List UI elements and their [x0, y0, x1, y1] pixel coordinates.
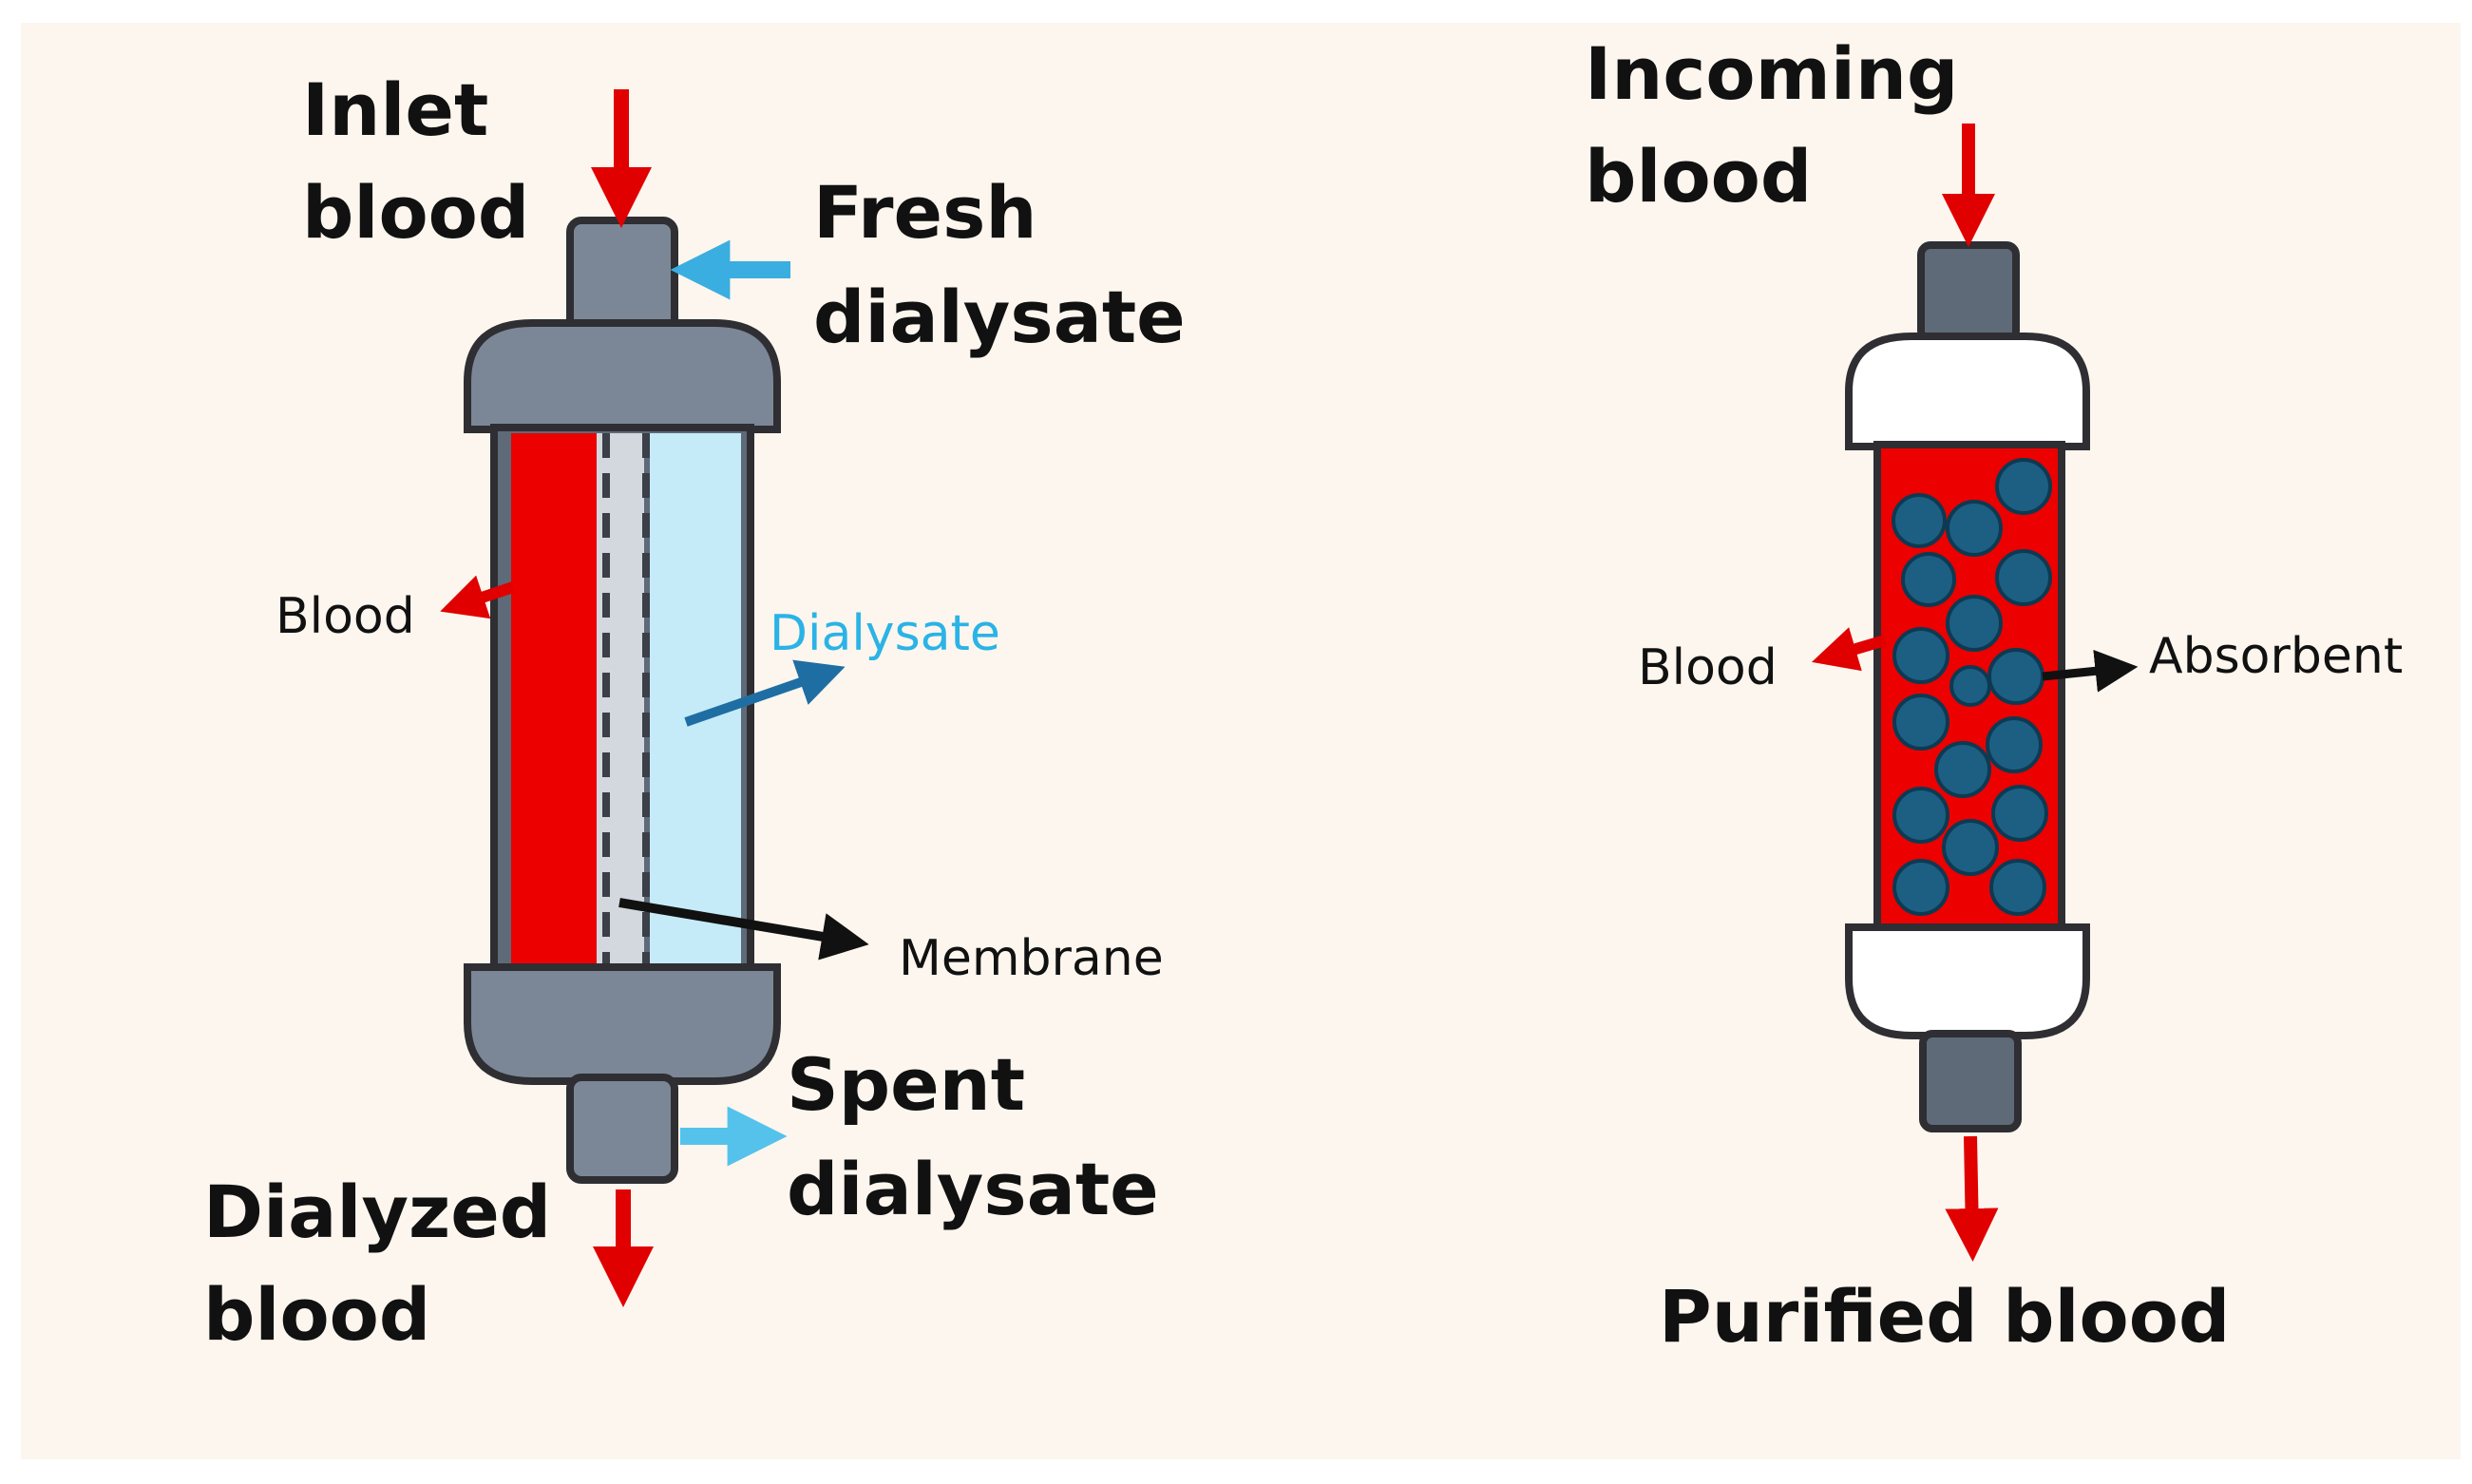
absorbent-bead: [1991, 785, 2048, 842]
dialyzer-blood-arrow: [440, 575, 515, 619]
absorbent-bead: [1901, 552, 1956, 607]
absorbent-arrow: [2042, 649, 2139, 693]
absorbent-bead: [1986, 716, 2043, 773]
adsorber-top-cap: [1845, 333, 2090, 450]
spent-label-line-1: Spent: [787, 1042, 1025, 1127]
absorbent-bead: [1946, 500, 2003, 557]
absorbent-bead: [1995, 549, 2052, 606]
absorbent-bead: [1949, 665, 1991, 707]
absorbent-bead: [1892, 787, 1949, 844]
absorbent-bead: [1946, 595, 2003, 652]
spent-label-line-2: dialysate: [787, 1147, 1159, 1231]
adsorber: Incoming blood Blood Absorbent Purified …: [1585, 31, 2403, 1359]
absorbent-label: Absorbent: [2149, 628, 2403, 685]
fresh-label-line-1: Fresh: [813, 170, 1036, 255]
absorbent-bead: [1892, 694, 1949, 751]
adsorber-top-nozzle: [1917, 241, 2020, 344]
dialyzer-bottom-cap: [464, 963, 781, 1085]
adsorber-bottom-nozzle: [1919, 1030, 2022, 1132]
dialyzer-bottom-nozzle: [566, 1074, 678, 1184]
inlet-label-line-2: blood: [302, 170, 529, 255]
dialysate-arrow: [684, 659, 846, 727]
absorbent-bead: [1989, 859, 2046, 916]
adsorber-blood-label: Blood: [1638, 639, 1778, 696]
membrane-label: Membrane: [899, 930, 1164, 987]
adsorber-blood-arrow: [1811, 627, 1887, 672]
dialyzer: Inlet blood Fresh dialysate Blood Dialys…: [203, 67, 1186, 1357]
absorbent-bead: [1892, 859, 1949, 916]
absorbent-bead: [1892, 493, 1947, 548]
fresh-label-line-2: dialysate: [813, 275, 1186, 359]
absorbent-bead: [1934, 741, 1991, 798]
inlet-label-line-1: Inlet: [302, 67, 488, 152]
dialyzer-dialysate-channel: [650, 433, 741, 963]
membrane-arrow: [618, 898, 869, 961]
purified-blood-arrow: [1945, 1135, 1999, 1262]
dialyzer-top-nozzle: [566, 217, 678, 336]
dialyzed-label-line-2: blood: [203, 1272, 430, 1357]
dialyzed-label-line-1: Dialyzed: [203, 1170, 551, 1254]
absorbent-beads: [1892, 458, 2052, 916]
adsorber-bottom-cap: [1845, 923, 2090, 1039]
dialyzer-top-cap: [464, 319, 781, 433]
incoming-label-line-1: Incoming: [1585, 31, 1958, 116]
absorbent-bead: [1942, 819, 1999, 876]
purified-label: Purified blood: [1659, 1274, 2230, 1359]
absorbent-bead: [1892, 627, 1949, 684]
incoming-label-line-2: blood: [1585, 134, 1812, 219]
dialyzer-blood-channel: [511, 433, 597, 963]
dialysate-label: Dialysate: [770, 605, 1000, 662]
absorbent-bead: [1987, 648, 2044, 705]
dialyzer-blood-label: Blood: [276, 588, 415, 645]
absorbent-bead: [1995, 458, 2052, 515]
